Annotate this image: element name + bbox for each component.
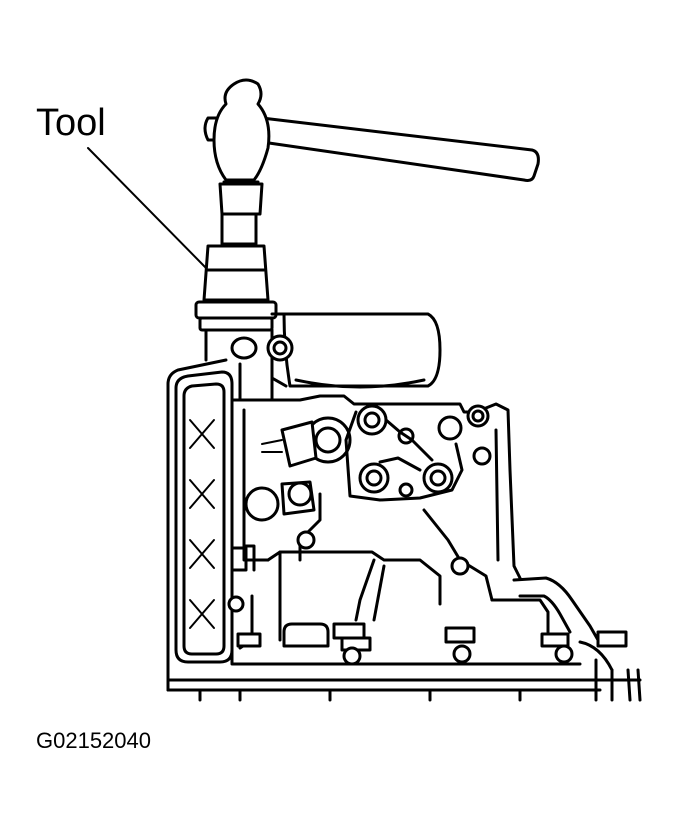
tool-collar bbox=[194, 300, 278, 320]
bottom-bolts bbox=[236, 622, 628, 666]
drum bbox=[282, 312, 442, 388]
bolt-right-top bbox=[466, 404, 490, 428]
gear-top bbox=[356, 404, 388, 436]
figure-code: G02152040 bbox=[36, 728, 151, 753]
hammer-handle bbox=[260, 116, 540, 182]
tool-ring bbox=[198, 316, 274, 332]
hammer bbox=[203, 78, 540, 216]
tool-shaft bbox=[220, 212, 258, 246]
hammer-neck bbox=[218, 182, 264, 216]
transmission-case bbox=[166, 312, 642, 702]
special-tool bbox=[194, 212, 278, 332]
tool-body bbox=[202, 244, 270, 302]
hammer-head bbox=[212, 78, 271, 182]
gear-bottom-left bbox=[358, 462, 390, 494]
gear-bottom-right bbox=[422, 462, 454, 494]
plug-round bbox=[244, 486, 280, 522]
drain-plug bbox=[282, 622, 330, 648]
tool-leader-line bbox=[87, 147, 209, 271]
tool-label: Tool bbox=[36, 102, 106, 144]
bolt-top bbox=[266, 334, 294, 362]
